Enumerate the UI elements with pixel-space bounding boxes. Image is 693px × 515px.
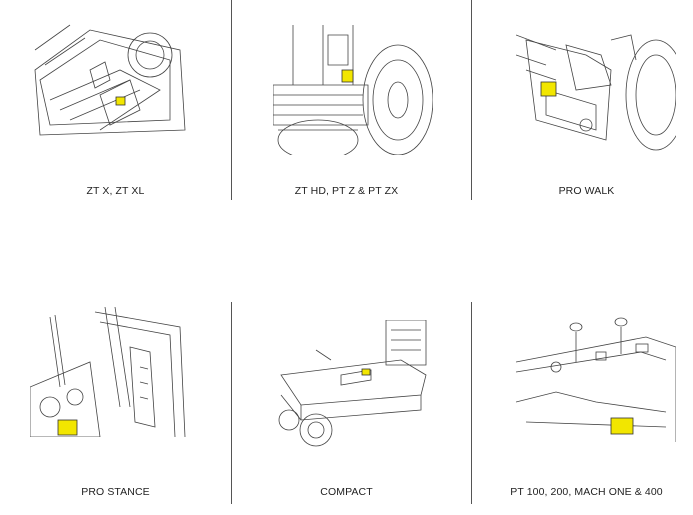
model-card-pt100[interactable]: PT 100, 200, MACH ONE & 400 — [471, 302, 693, 504]
model-card-compact[interactable]: COMPACT — [231, 302, 462, 504]
model-caption: PT 100, 200, MACH ONE & 400 — [510, 486, 663, 498]
model-illustration — [30, 10, 190, 140]
model-illustration — [273, 25, 433, 155]
column-divider — [231, 302, 232, 504]
model-caption: ZT X, ZT XL — [86, 185, 145, 197]
model-caption: COMPACT — [320, 486, 373, 498]
model-card-prowalk[interactable]: PRO WALK — [471, 0, 693, 200]
model-illustration — [271, 320, 431, 450]
model-card-zt[interactable]: ZT X, ZT XL — [0, 0, 231, 200]
model-card-prostance[interactable]: PRO STANCE — [0, 302, 231, 504]
model-caption: PRO WALK — [558, 185, 615, 197]
column-divider — [471, 302, 472, 504]
model-illustration — [30, 307, 190, 437]
column-divider — [471, 0, 472, 200]
column-divider — [231, 0, 232, 200]
model-caption: PRO STANCE — [81, 486, 150, 498]
model-card-zthd[interactable]: ZT HD, PT Z & PT ZX — [231, 0, 462, 200]
model-illustration — [516, 312, 676, 442]
model-caption: ZT HD, PT Z & PT ZX — [294, 185, 399, 197]
model-illustration — [516, 30, 676, 160]
